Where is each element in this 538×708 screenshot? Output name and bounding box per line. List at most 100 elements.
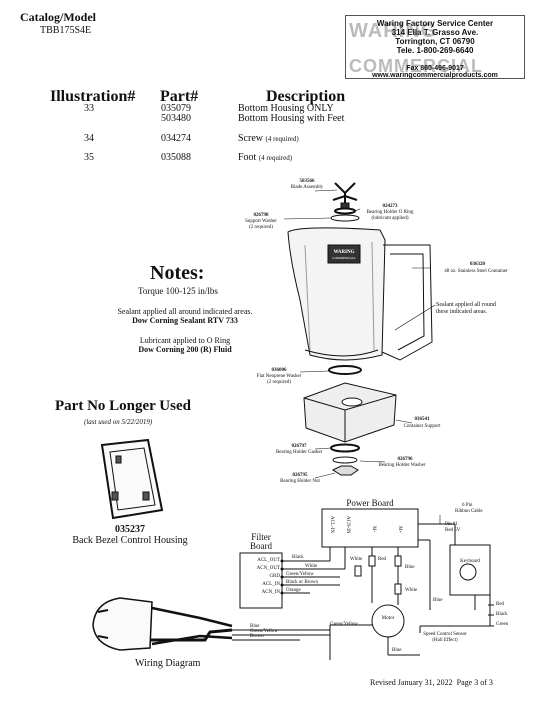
power-board-box: [321, 508, 419, 548]
row-desc: Screw (4 required): [238, 133, 299, 144]
callout-024273-part: 024273: [382, 204, 398, 209]
filter-terminal: ACL_IN: [262, 582, 280, 587]
filter-terminal: GRD: [269, 574, 280, 579]
callout-036541-desc: Container Support: [403, 424, 441, 429]
service-center-logo: WARING COMMERCIAL Waring Factory Service…: [345, 15, 525, 79]
container-icon: [287, 227, 433, 361]
footer: Revised January 31, 2022 Page 3 of 3: [370, 678, 493, 687]
catalog-label: Catalog/Model: [20, 10, 96, 24]
model-number: TBB175S4E: [40, 25, 92, 36]
callout-036006-desc: Flat Neoprene Washer: [256, 374, 302, 379]
filter-terminal: ACN_IN: [261, 590, 280, 595]
ribbon-label: Ribbon Cable: [455, 509, 483, 514]
bearing-washer-icon: [332, 456, 358, 464]
neoprene-washer-icon: [328, 365, 362, 375]
wire-label-black: Black: [292, 555, 304, 560]
notes-sealant-product: Dow Corning Sealant RTV 733: [132, 316, 238, 325]
cord-label: Brown: [250, 634, 264, 639]
power-terminal: M-: [371, 526, 376, 533]
callout-503566-desc: Blade Assembly: [290, 185, 324, 190]
filter-terminal: ACN_OUT: [256, 566, 280, 571]
wire-label-red: Red: [378, 557, 387, 562]
callout-026796-desc: Bearing Holder Washer: [378, 463, 426, 468]
container-logo-sub: COMMERCIAL: [332, 256, 356, 260]
sensor-wire-black: Black: [496, 612, 508, 617]
row-desc-text: Screw: [238, 133, 263, 144]
callout-026797-part: 026797: [291, 444, 307, 449]
blade-assembly-icon: [332, 182, 358, 209]
service-center-line: Tele. 1-800-269-6640: [396, 46, 474, 55]
footer-page: Page 3 of 3: [456, 678, 493, 687]
power-terminal: M+: [397, 526, 402, 534]
keyboard-box: [449, 544, 491, 596]
nlu-last-used: (last used on 5/22/2019): [84, 418, 153, 426]
row-illus: 34: [84, 133, 94, 144]
notes-lubricant: Lubricant applied to O Ring: [139, 336, 231, 345]
nlu-desc: Back Bezel Control Housing: [72, 535, 188, 546]
callout-036320-desc: 48 oz. Stainless Steel Container: [444, 269, 508, 274]
row-part: 503480: [161, 113, 191, 124]
callout-036006-part: 036006: [271, 368, 287, 373]
wiring-diagram-title: Wiring Diagram: [135, 658, 201, 669]
callout-036006-note: (2 required): [267, 380, 291, 385]
ribbon-label: 6 Pin: [462, 503, 473, 508]
power-terminal: ACL-IN: [329, 516, 334, 533]
sealant-note-line: Sealant applied all round: [436, 302, 496, 308]
sensor-wire-green: Green: [496, 622, 509, 627]
row-desc: Foot (4 required): [238, 152, 292, 163]
notes-torque: Torque 100-125 in/lbs: [138, 286, 218, 296]
wire-label-white: White: [305, 564, 318, 569]
filter-board-label-line: Board: [250, 541, 272, 551]
notes-lubricant-product: Dow Corning 200 (R) Fluid: [138, 345, 232, 354]
service-center-line: Torrington, CT 06790: [395, 37, 475, 46]
wire-label-green-yellow: Green/Yellow: [286, 572, 314, 577]
wire-label-blue-3: Blue: [392, 648, 402, 653]
callout-036541-part: 036541: [414, 417, 430, 422]
service-center-line: 314 Ella T. Grasso Ave.: [391, 28, 479, 37]
callout-026795-part: 026795: [292, 473, 308, 478]
pin-label: Pin #1: [445, 522, 458, 527]
notes-title: Notes:: [150, 262, 205, 284]
wire-label-black-or-brown: Black or Brown: [286, 580, 318, 585]
nlu-title: Part No Longer Used: [55, 398, 191, 414]
row-desc: Bottom Housing ONLY: [238, 103, 334, 114]
filter-board-label: Filter Board: [236, 533, 286, 551]
container-logo-plate: [327, 244, 361, 264]
callout-024273-desc: Bearing Holder O Ring: [366, 210, 414, 215]
callout-026797-desc: Bearing Holder Gasket: [275, 450, 323, 455]
row-illus: 35: [84, 152, 94, 163]
motor-label: Motor: [381, 616, 395, 621]
footer-revised: Revised January 31, 2022: [370, 678, 453, 687]
service-center-line: Waring Factory Service Center: [376, 19, 494, 28]
plug-icon: [92, 597, 153, 651]
cord-label: Green/Yellow: [250, 629, 278, 634]
callout-026798-part: 026798: [253, 213, 269, 218]
col-header-description: Description: [266, 88, 346, 105]
callout-026795-desc: Bearing Holder Nut: [280, 479, 320, 484]
wire-label-blue: Blue: [405, 565, 415, 570]
cord-label: Blue: [250, 624, 260, 629]
filter-board-box: [239, 552, 283, 609]
wire-label-orange: Orange: [286, 588, 301, 593]
row-illus: 33: [84, 103, 94, 114]
service-center-fax: Fax 860-496-9017: [406, 65, 464, 72]
wire-label-white-2: White: [350, 557, 363, 562]
container-logo-text: WARING: [333, 250, 354, 255]
callout-026798-desc: Support Washer: [245, 219, 277, 224]
row-note: (4 required): [265, 135, 299, 143]
row-part: 034274: [161, 133, 191, 144]
filter-board-label-line: Filter: [251, 532, 271, 542]
callout-503566-part: 503566: [299, 179, 315, 184]
wire-label-white-3: White: [405, 588, 418, 593]
service-center-address: Waring Factory Service Center 314 Ella T…: [346, 19, 524, 55]
callout-036320-part: 036320: [470, 262, 485, 267]
col-header-illustration: Illustration#: [50, 88, 136, 105]
notes-sealant: Sealant applied all around indicated are…: [117, 307, 253, 316]
row-part: 035088: [161, 152, 191, 163]
logo-watermark-bottom: COMMERCIAL: [349, 56, 483, 76]
service-center-website: www.waringcommercialproducts.com: [372, 72, 498, 79]
sensor-label: (Hall Effect): [432, 638, 458, 643]
sealant-note-line: these indicated areas.: [436, 309, 488, 315]
